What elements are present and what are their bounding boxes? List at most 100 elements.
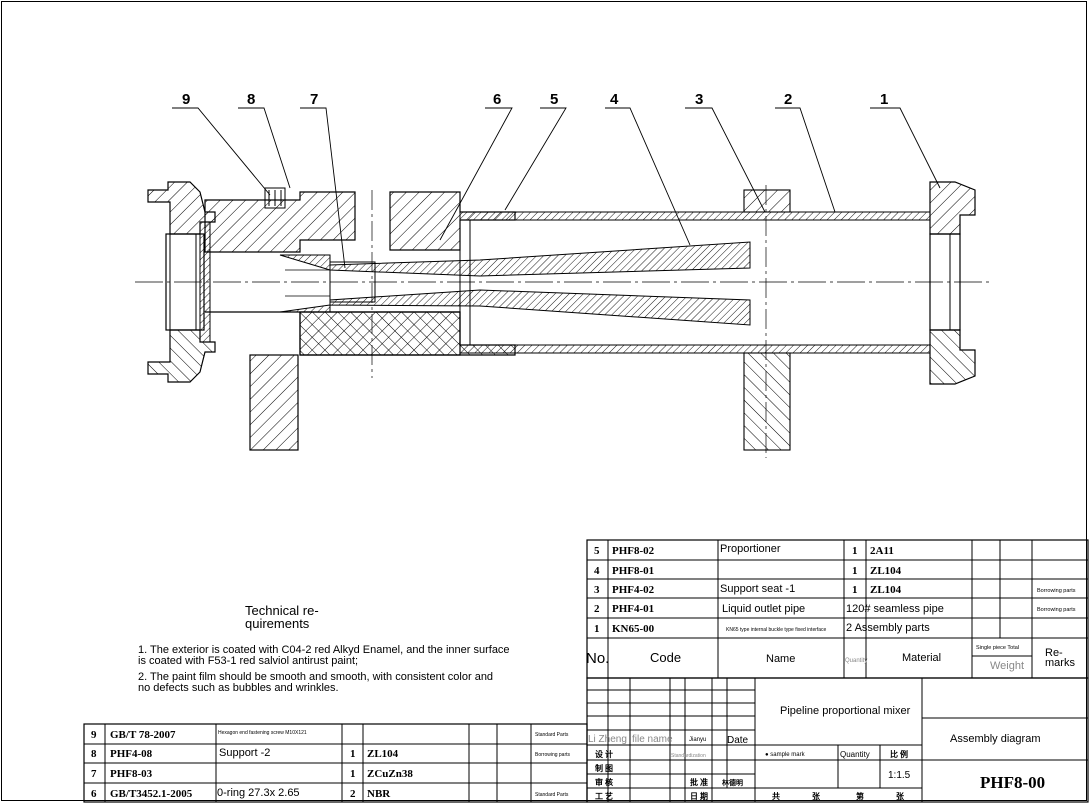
outlet-pipe: [459, 211, 931, 354]
part-material: ZCuZn38: [367, 768, 413, 780]
header-weight-top: Single piece Total: [976, 645, 1019, 651]
part-material: NBR: [367, 788, 391, 800]
approve-label: 批 准: [690, 777, 708, 787]
row-label-draw: 制 图: [595, 763, 613, 773]
part-code: PHF4-02: [612, 584, 655, 596]
tech-req-title-2: quirements: [245, 616, 310, 631]
balloon-7: 7: [310, 91, 318, 108]
balloon-6: 6: [493, 91, 501, 108]
drawing-name: Pipeline proportional mixer: [780, 705, 911, 717]
title-block-text: Pipeline proportional mixer Assembly dia…: [588, 705, 1045, 801]
part-material: ZL104: [870, 584, 902, 596]
part-qty: 1: [350, 748, 356, 760]
row-label-review: 审 核: [595, 777, 613, 787]
right-coupling: [929, 181, 976, 385]
standardization-label: Standardization: [671, 753, 706, 759]
part-no: 5: [594, 545, 600, 557]
support-2: [249, 354, 299, 451]
part-code: GB/T 78-2007: [110, 729, 176, 741]
part-name: Hexagon end fastening screw M10X121: [218, 730, 307, 736]
part-name: Proportioner: [720, 543, 781, 555]
part-no: 7: [91, 768, 97, 780]
part-remarks: Borrowing parts: [1037, 607, 1076, 613]
tech-req-item2-line1: 2. The paint film should be smooth and s…: [138, 671, 494, 683]
part-no: 3: [594, 584, 600, 596]
part-qty: 1: [852, 584, 858, 596]
row-label-design: 设 计: [595, 749, 613, 759]
header-remarks-1: Re-: [1045, 647, 1063, 659]
part-material: 2 Assembly parts: [846, 622, 930, 634]
part-material: ZL104: [870, 565, 902, 577]
balloon-5: 5: [550, 91, 558, 108]
part-no: 6: [91, 788, 97, 800]
tech-req-title-1: Technical re-: [245, 603, 319, 618]
drawing-type: Assembly diagram: [950, 733, 1040, 745]
balloon-3: 3: [695, 91, 703, 108]
part-no: 2: [594, 603, 600, 615]
ratio-label: 比 例: [890, 749, 908, 759]
part-name: KN65 type internal buckle type fixed int…: [726, 627, 827, 633]
balloon-9: 9: [182, 91, 190, 108]
part-remarks: Standard Parts: [535, 792, 569, 798]
proportioner: [279, 241, 751, 326]
row-label-process: 工 艺: [595, 791, 613, 801]
header-no: No.: [586, 650, 609, 667]
balloon-1: 1: [880, 91, 888, 108]
part-name: Liquid outlet pipe: [722, 603, 805, 615]
part-name: 0-ring 27.3x 2.65: [217, 787, 300, 799]
lin-label: 林德明: [722, 778, 743, 787]
part-qty: 1: [852, 545, 858, 557]
part-remarks: Borrowing parts: [1037, 588, 1076, 594]
signer-name: Li Zheng: [588, 734, 627, 745]
part-qty: 1: [852, 565, 858, 577]
support-seat-top: [743, 189, 791, 213]
parts-list-right-header: No. Code Name Quantity Material Single p…: [586, 645, 1075, 672]
left-coupling: [147, 181, 216, 383]
header-name: Name: [766, 653, 795, 665]
part-remarks: Borrowing parts: [535, 752, 571, 758]
date-cn-label: 日 期: [690, 791, 708, 801]
part-material: 120# seamless pipe: [846, 603, 944, 615]
part-name: Support -2: [219, 747, 270, 759]
tech-req-item1-line2: is coated with F53-1 red salviol antirus…: [138, 655, 359, 667]
header-code: Code: [650, 650, 681, 665]
part-material: 2A11: [870, 545, 894, 557]
support-seat-1: [743, 352, 791, 451]
set-screw: [264, 187, 286, 209]
leader-lines: [172, 107, 941, 269]
header-qty: Quantity: [845, 658, 867, 664]
sheet-index-label: 第: [856, 791, 864, 801]
part-code: GB/T3452.1-2005: [110, 788, 193, 800]
part-code: PHF4-01: [612, 603, 654, 615]
parts-list-left-rows: 9 GB/T 78-2007 Hexagon end fastening scr…: [91, 729, 571, 800]
header-material: Material: [902, 652, 941, 664]
sheet-total-label: 共: [772, 791, 780, 801]
sheet-unit-2: 张: [896, 792, 905, 801]
part-code: PHF4-08: [110, 748, 153, 760]
header-weight: Weight: [990, 660, 1024, 672]
quantity-label: Quantity: [840, 750, 870, 759]
main-body: [204, 191, 516, 356]
part-material: ZL104: [367, 748, 399, 760]
part-qty: 2: [350, 788, 356, 800]
part-code: PHF8-03: [110, 768, 153, 780]
part-remarks: Standard Parts: [535, 732, 569, 738]
part-no: 8: [91, 748, 97, 760]
part-qty: 1: [350, 768, 356, 780]
balloon-4: 4: [610, 91, 619, 108]
part-no: 1: [594, 623, 600, 635]
signature-label: Jianyu: [689, 737, 706, 743]
drawing-number: PHF8-00: [980, 773, 1045, 792]
file-name-label: file name: [632, 734, 673, 745]
part-no: 9: [91, 729, 97, 741]
tech-req-item2-line2: no defects such as bubbles and wrinkles.: [138, 682, 339, 694]
part-code: KN65-00: [612, 623, 655, 635]
tech-req-item1-line1: 1. The exterior is coated with C04-2 red…: [138, 644, 510, 656]
parts-list-right-rows: 5 PHF8-02 Proportioner 1 2A11 4 PHF8-01 …: [594, 543, 1076, 635]
balloon-8: 8: [247, 91, 255, 108]
part-code: PHF8-02: [612, 545, 655, 557]
date-label: Date: [727, 735, 749, 746]
